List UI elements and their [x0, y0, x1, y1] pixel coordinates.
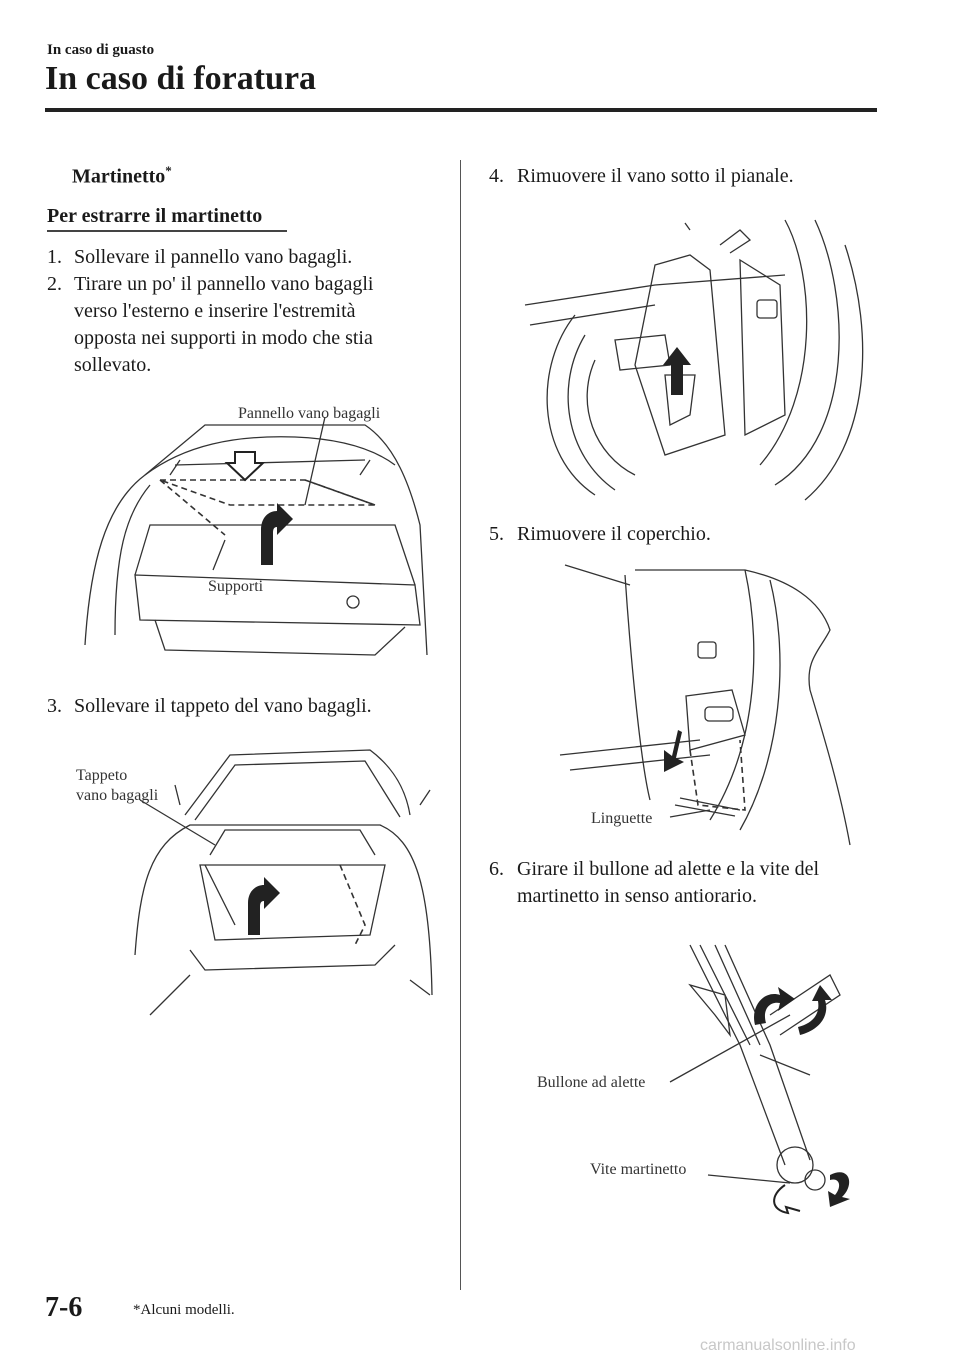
step-1-number: 1. [47, 246, 62, 268]
label-luggage-mat-1: Tappeto [76, 767, 128, 784]
step-4-text: Rimuovere il vano sotto il pianale. [517, 165, 794, 187]
section-label: In caso di guasto [47, 42, 155, 58]
label-supports: Supporti [208, 578, 264, 595]
step-3-text: Sollevare il tappeto del vano bagagli. [74, 695, 372, 717]
jack-illustration [669, 944, 850, 1215]
section-heading: Martinetto* [72, 163, 172, 189]
step-5-number: 5. [489, 523, 504, 545]
step-2-text: opposta nei supporti in modo che stia [74, 327, 373, 349]
subheading: Per estrarre il martinetto [47, 205, 263, 227]
step-4-number: 4. [489, 165, 504, 187]
column-divider [460, 160, 461, 1290]
luggage-mat-illustration [134, 749, 433, 1016]
label-cargo-panel: Pannello vano bagagli [238, 405, 381, 422]
page-number: 7-6 [45, 1292, 83, 1323]
label-luggage-mat-2: vano bagagli [76, 787, 159, 804]
step-1-text: Sollevare il pannello vano bagagli. [74, 246, 353, 268]
step-5-text: Rimuovere il coperchio. [517, 523, 711, 545]
step-6-text: Girare il bullone ad alette e la vite de… [517, 858, 820, 880]
label-wing-bolt: Bullone ad alette [537, 1074, 646, 1091]
cover-tabs-illustration [559, 564, 851, 846]
step-3-number: 3. [47, 695, 62, 717]
underfloor-box-illustration [524, 219, 864, 501]
footnote: *Alcuni modelli. [133, 1302, 235, 1318]
step-6-number: 6. [489, 858, 504, 880]
step-2-text: Tirare un po' il pannello vano bagagli [74, 273, 374, 295]
heading-text: Martinetto [72, 165, 166, 188]
header-rule [45, 108, 877, 112]
cargo-panel-illustration [84, 416, 428, 656]
page-title: In caso di foratura [45, 60, 317, 97]
watermark: carmanualsonline.info [700, 1337, 856, 1354]
step-2-number: 2. [47, 273, 62, 295]
label-jack-screw: Vite martinetto [590, 1161, 687, 1178]
subheading-underline [47, 230, 287, 232]
step-6-text: martinetto in senso antiorario. [517, 885, 757, 907]
label-tabs: Linguette [591, 810, 653, 827]
step-2-text: sollevato. [74, 354, 152, 376]
step-2-text: verso l'esterno e inserire l'estremità [74, 300, 356, 322]
some-models-mark: * [165, 163, 172, 178]
